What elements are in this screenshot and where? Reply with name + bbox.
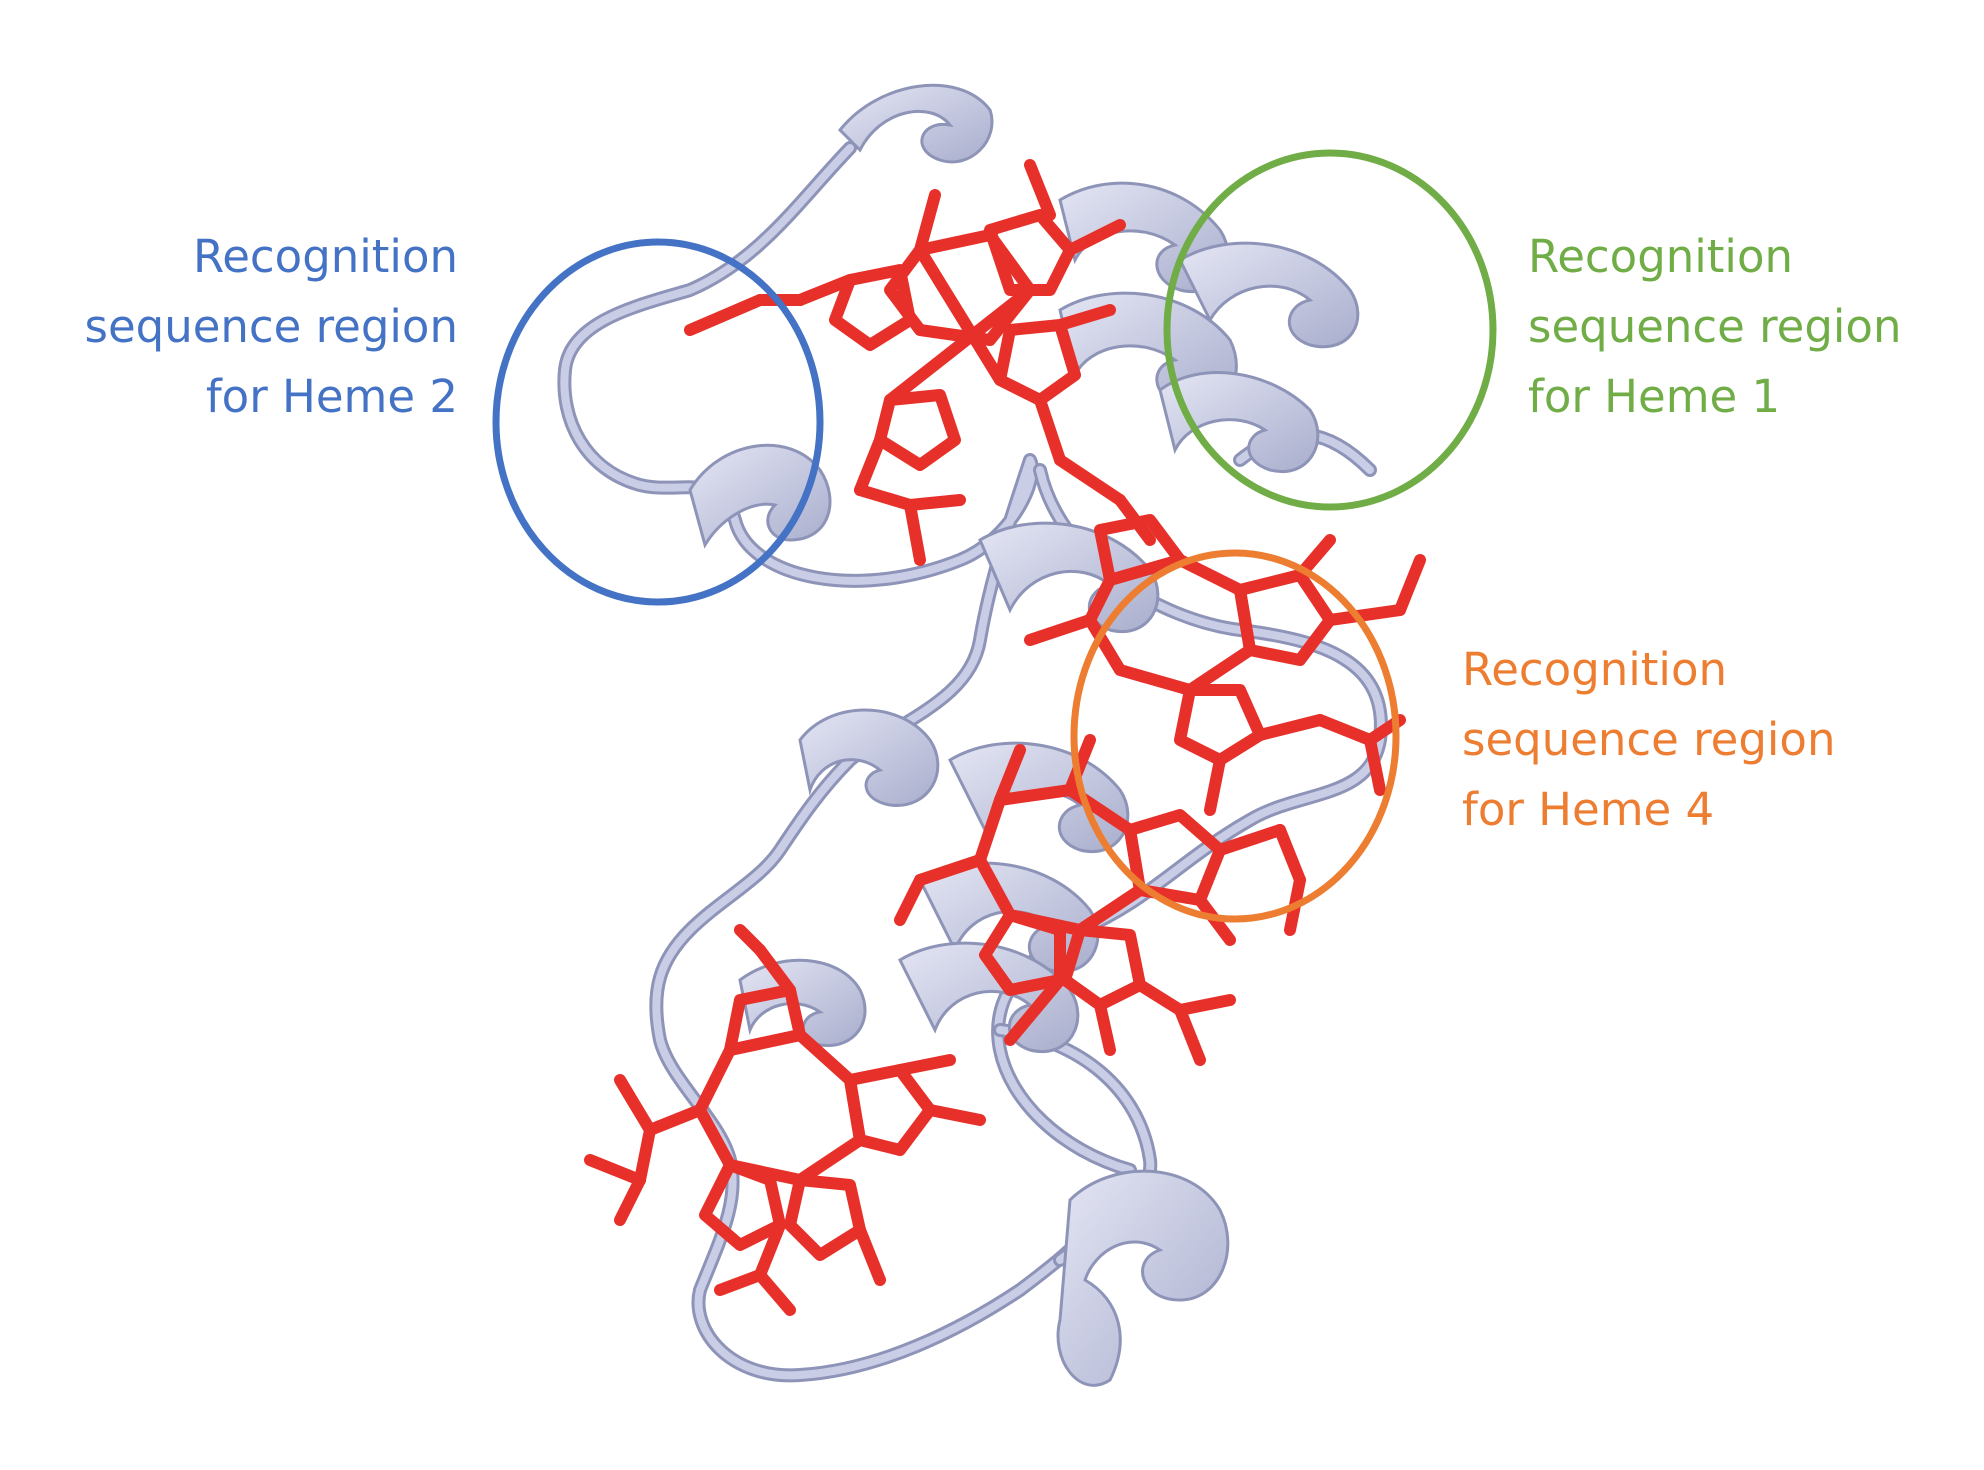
heme1-region-circle xyxy=(1163,149,1497,511)
heme4-region-label: Recognition sequence region for Heme 4 xyxy=(1462,635,1835,845)
helix-center xyxy=(978,521,1160,633)
backbone-coil-middle-light xyxy=(994,466,1385,1174)
heme1-label-line-3: for Heme 1 xyxy=(1528,370,1781,423)
helix-top xyxy=(837,83,994,164)
heme1-region-label: Recognition sequence region for Heme 1 xyxy=(1528,222,1901,432)
helix-upper-right-1 xyxy=(1178,241,1360,349)
heme4-region-circle xyxy=(1070,549,1400,923)
heme-top xyxy=(684,159,1156,566)
heme2-label-line-3: for Heme 2 xyxy=(205,370,458,423)
heme2-label-line-1: Recognition xyxy=(193,230,458,283)
helix-upper-right-2 xyxy=(1158,371,1320,473)
heme1-label-line-1: Recognition xyxy=(1528,230,1793,283)
heme4-label-line-3: for Heme 4 xyxy=(1462,783,1715,836)
helix-mid-left xyxy=(798,708,940,807)
heme-groups xyxy=(584,159,1426,1316)
heme2-region-circle xyxy=(492,238,824,606)
heme-middle-right xyxy=(1024,514,1426,816)
helix-ribbons xyxy=(688,83,1360,1387)
helix-bottom-right xyxy=(1056,1169,1230,1387)
heme4-label-line-2: sequence region xyxy=(1462,713,1836,766)
heme1-label-line-2: sequence region xyxy=(1528,300,1902,353)
heme-bottom-left xyxy=(584,924,986,1316)
helix-lower-center xyxy=(898,941,1080,1053)
heme2-region-label: Recognition sequence region for Heme 2 xyxy=(85,222,458,432)
heme4-label-line-1: Recognition xyxy=(1462,643,1727,696)
heme2-label-line-2: sequence region xyxy=(84,300,458,353)
